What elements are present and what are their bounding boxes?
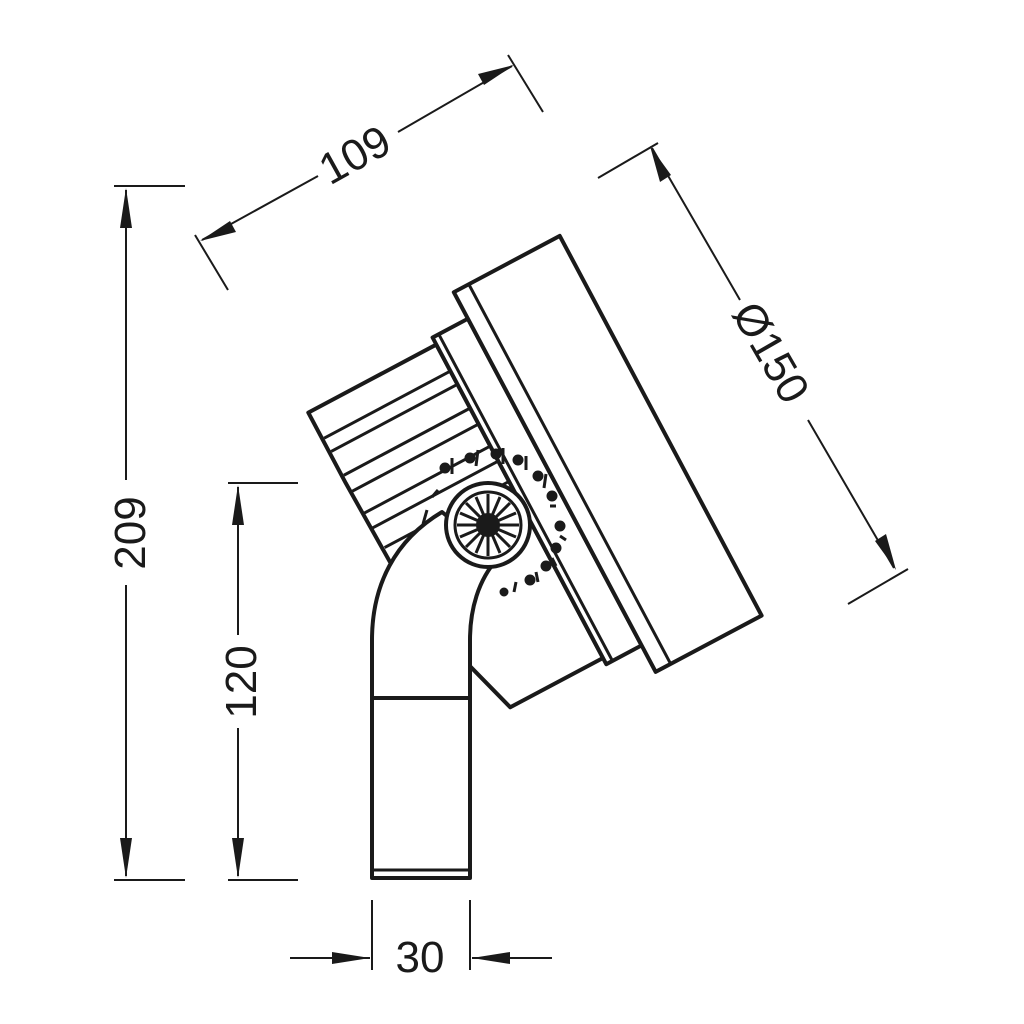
heatsink-fin: [343, 406, 471, 477]
dimension-head-depth: 109: [194, 54, 544, 291]
joint-ring: [453, 490, 523, 560]
dimension-total-height: 209: [106, 185, 185, 881]
dimension-label-post-height: 120: [217, 645, 266, 718]
heatsink-fin: [330, 382, 459, 453]
front-bezel: [451, 233, 764, 674]
dimension-label-head-depth: 109: [311, 116, 399, 194]
dimension-post-width: 30: [290, 900, 552, 982]
housing-edge: [437, 333, 614, 662]
tilt-joint: [421, 448, 567, 597]
lamp-head: [306, 233, 764, 710]
dimension-label-post-width: 30: [396, 933, 445, 982]
angle-markings: [421, 448, 567, 597]
heatsink-fin: [351, 422, 480, 493]
dimension-label-lens-diameter: Ø150: [722, 294, 818, 412]
bezel-inner-line: [467, 283, 673, 665]
dimension-post-height: 120: [217, 482, 298, 881]
post-tube: [370, 696, 472, 880]
dimension-label-total-height: 209: [106, 496, 155, 569]
joint-bolt: [476, 513, 500, 537]
heatsink-fin: [323, 369, 452, 440]
